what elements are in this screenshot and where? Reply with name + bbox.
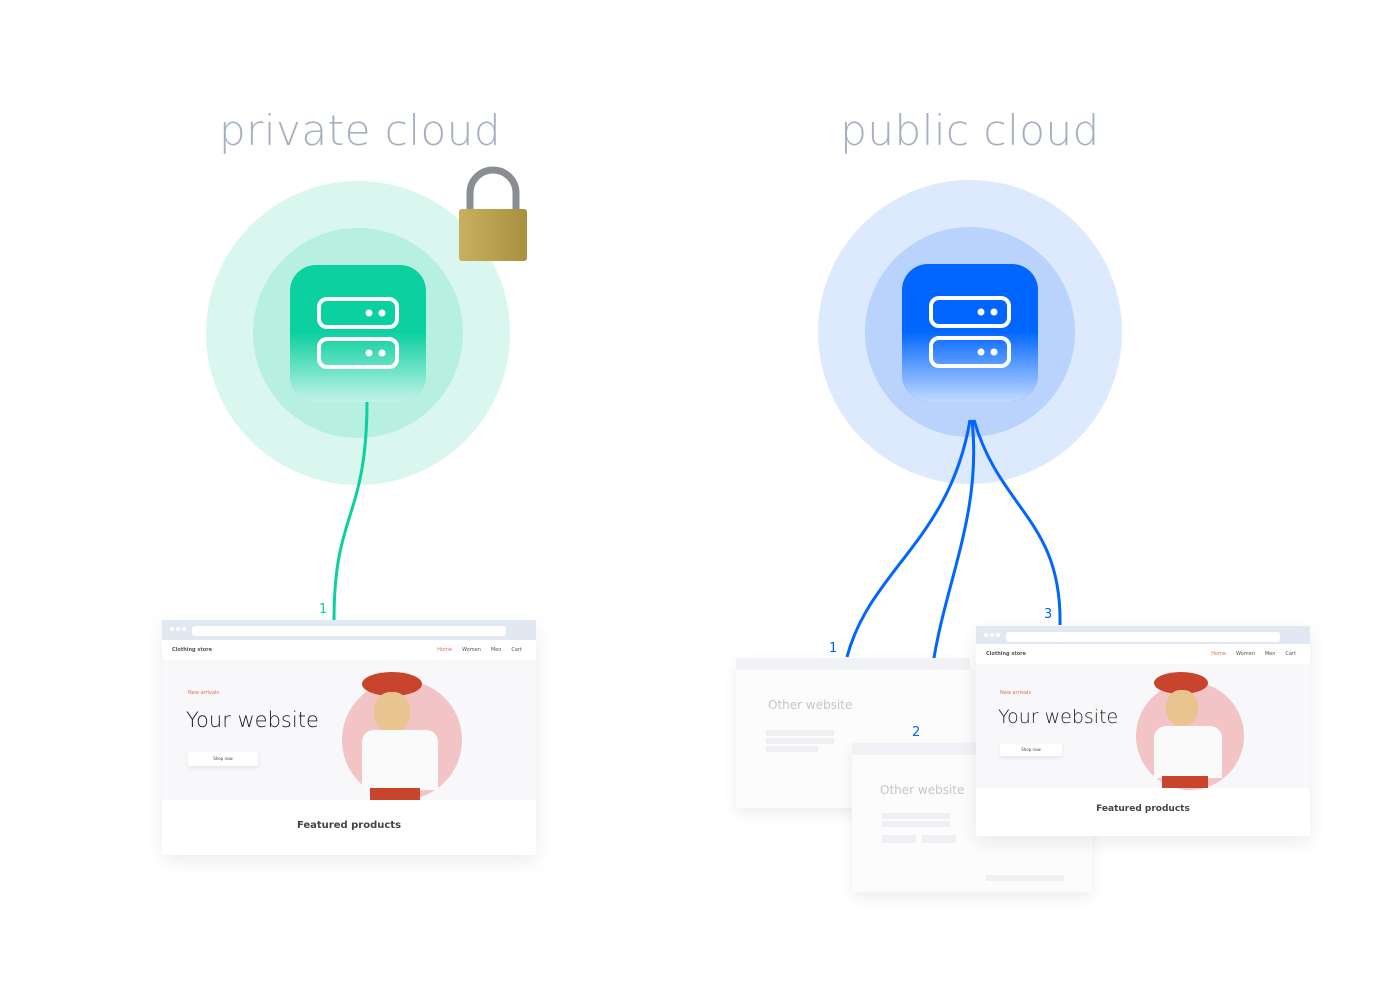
nav-home: Home (437, 647, 453, 653)
featured-products-heading: Featured products (1096, 804, 1190, 814)
other-website-title: Other website (880, 783, 965, 797)
public-connection-1 (845, 419, 972, 658)
public-connection-label-1: 1 (829, 641, 838, 656)
skirt (1162, 776, 1208, 788)
store-brand: Clothing store (986, 651, 1027, 657)
public-cloud-title: public cloud (840, 106, 1100, 155)
shop-now-button: Shop now (188, 752, 258, 766)
nav-men: Men (1264, 651, 1276, 657)
private-cloud-title: private cloud (218, 106, 502, 155)
private-server-tile (290, 265, 426, 402)
featured-products-heading: Featured products (296, 820, 402, 831)
nav-home: Home (1211, 651, 1227, 657)
eyebrow: New arrivals (188, 690, 219, 696)
headline: Your website (998, 706, 1119, 728)
headline: Your website (186, 708, 319, 732)
face (1166, 690, 1198, 726)
hat (1154, 672, 1208, 694)
public-connection-3 (972, 419, 1062, 626)
nav-women: Women (462, 647, 481, 653)
store-brand: Clothing store (172, 647, 213, 653)
padlock-icon (459, 166, 527, 261)
skirt (370, 788, 420, 800)
public-connection-label-2: 2 (912, 725, 921, 740)
public-server-tile (902, 264, 1038, 401)
eyebrow: New arrivals (1000, 690, 1031, 696)
other-website-title: Other website (768, 698, 853, 712)
public-website-mockup: Clothing store Home Women Men Cart New arri… (976, 626, 1310, 836)
private-website-mockup: Clothing store Home Women Men Cart New arri… (162, 620, 536, 855)
nav-cart: Cart (511, 647, 522, 653)
blouse (1154, 726, 1222, 778)
face (374, 692, 410, 732)
blouse (362, 730, 438, 790)
nav-cart: Cart (1285, 651, 1296, 657)
private-connection-label: 1 (319, 602, 328, 617)
private-connection-1 (332, 399, 369, 621)
shop-now-button: Shop now (1000, 744, 1062, 756)
nav-men: Men (490, 647, 502, 653)
nav-women: Women (1236, 651, 1255, 657)
public-connection-label-3: 3 (1044, 607, 1053, 622)
